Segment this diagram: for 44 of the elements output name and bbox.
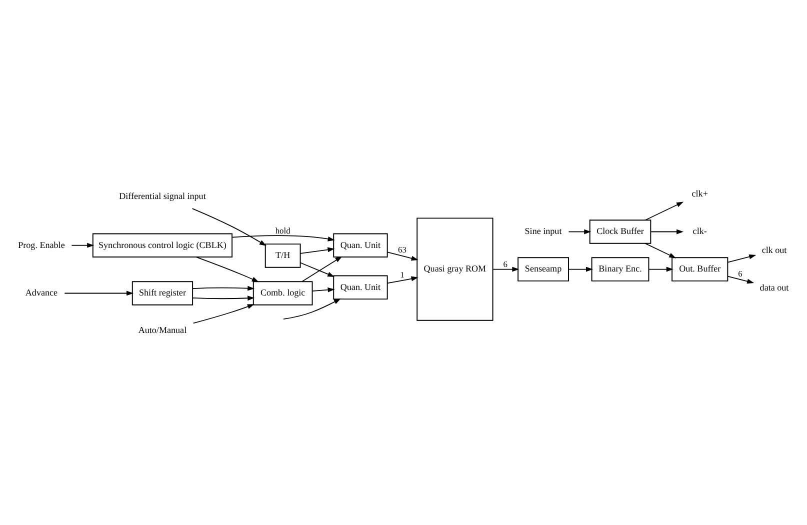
- node-box: T/H: [264, 244, 301, 268]
- node-box: Senseamp: [518, 257, 569, 282]
- arrow: [300, 262, 335, 277]
- arrow: [192, 304, 254, 324]
- arrow: [648, 266, 674, 272]
- node-text: clk+: [692, 188, 708, 199]
- arrow: [387, 252, 418, 261]
- arrow: [387, 276, 418, 284]
- node-box: Binary Enc.: [591, 257, 650, 282]
- node-box: Out. Buffer: [672, 257, 728, 282]
- node-text: Advance: [25, 288, 58, 298]
- arrow: [71, 242, 94, 248]
- node-box: Synchronous control logic (CBLK): [92, 233, 233, 258]
- node-text: Auto/Manual: [138, 325, 187, 336]
- arrow: [192, 286, 255, 291]
- node-box: Shift register: [132, 281, 194, 306]
- node-text: Prog. Enable: [18, 240, 65, 250]
- arrow: [650, 229, 684, 234]
- arrow: [300, 247, 335, 254]
- node-box: Clock Buffer: [589, 220, 652, 244]
- arrow: [492, 266, 520, 272]
- arrow: [727, 254, 756, 263]
- node-text: Sine input: [524, 226, 562, 236]
- node-box: Quan. Unit: [333, 233, 388, 258]
- arrow: [192, 296, 255, 301]
- arrow: [568, 266, 593, 272]
- arrow: [727, 276, 754, 284]
- arrow: [312, 287, 335, 292]
- node-box: Quasi gray ROM: [416, 218, 494, 321]
- node-text: clk out: [762, 244, 787, 255]
- arrow: [302, 256, 342, 282]
- arrow: [644, 242, 676, 258]
- arrow: [64, 290, 134, 296]
- arrow: [196, 256, 259, 282]
- arrow: [644, 202, 684, 221]
- node-text: data out: [760, 282, 789, 292]
- arrow: [232, 235, 335, 242]
- arrow: [192, 208, 266, 246]
- node-box: Comb. logic: [252, 281, 313, 306]
- arrow: [283, 298, 341, 320]
- node-text: Differential signal input: [119, 191, 206, 202]
- node-box: Quan. Unit: [333, 275, 388, 300]
- node-text: clk-: [692, 226, 707, 236]
- arrow: [568, 229, 592, 234]
